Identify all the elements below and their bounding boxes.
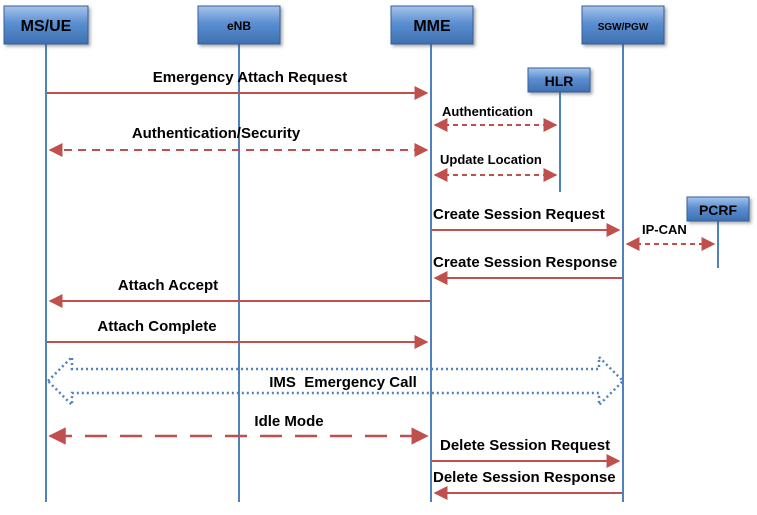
entity-label: MS/UE (21, 18, 72, 35)
message-attach-accept: Attach Accept (48, 277, 430, 308)
entity-label: eNB (227, 19, 251, 33)
entity-label: PCRF (699, 202, 738, 218)
svg-text:Authentication: Authentication (442, 104, 533, 119)
entity-enb: eNB (197, 5, 281, 45)
svg-text:Attach Complete: Attach Complete (97, 318, 216, 335)
message-emergency-attach-request: Emergency Attach Request (47, 69, 429, 100)
message-ims-emergency-call: IMS Emergency Call (46, 353, 625, 409)
svg-text:Create Session Request: Create Session Request (433, 206, 605, 223)
message-idle-mode: Idle Mode (48, 413, 429, 445)
message-update-location: Update Location (433, 152, 558, 182)
entity-label: MME (413, 18, 451, 35)
svg-text:Delete Session Response: Delete Session Response (433, 469, 616, 486)
entity-mme: MME (390, 5, 474, 45)
entity-hlr: HLR (527, 67, 591, 93)
message-attach-complete: Attach Complete (47, 318, 429, 349)
message-ip-can: IP-CAN (625, 222, 716, 251)
message-delete-session-request: Delete Session Request (432, 437, 621, 468)
entity-pcrf: PCRF (686, 196, 750, 222)
svg-text:Update Location: Update Location (440, 152, 542, 167)
message-create-session-request: Create Session Request (432, 206, 621, 237)
svg-text:Create Session Response: Create Session Response (433, 254, 617, 271)
svg-text:Emergency Attach Request: Emergency Attach Request (153, 69, 348, 86)
svg-text:IP-CAN: IP-CAN (642, 222, 687, 237)
svg-text:Authentication/Security: Authentication/Security (132, 125, 301, 142)
svg-text:Idle Mode: Idle Mode (254, 413, 323, 430)
message-create-session-response: Create Session Response (433, 254, 622, 285)
svg-text:Delete Session Request: Delete Session Request (440, 437, 610, 454)
message-authentication-security: Authentication/Security (48, 125, 429, 157)
lifelines (45, 44, 719, 502)
entity-ms-ue: MS/UE (3, 5, 89, 45)
entity-sgw-pgw: SGW/PGW (581, 5, 665, 45)
message-delete-session-response: Delete Session Response (433, 469, 622, 500)
message-authentication: Authentication (433, 104, 558, 132)
entity-label: HLR (545, 73, 574, 89)
svg-text:IMS Emergency Call: IMS Emergency Call (269, 374, 417, 391)
svg-text:Attach Accept: Attach Accept (118, 277, 218, 294)
entity-label: SGW/PGW (598, 22, 649, 33)
